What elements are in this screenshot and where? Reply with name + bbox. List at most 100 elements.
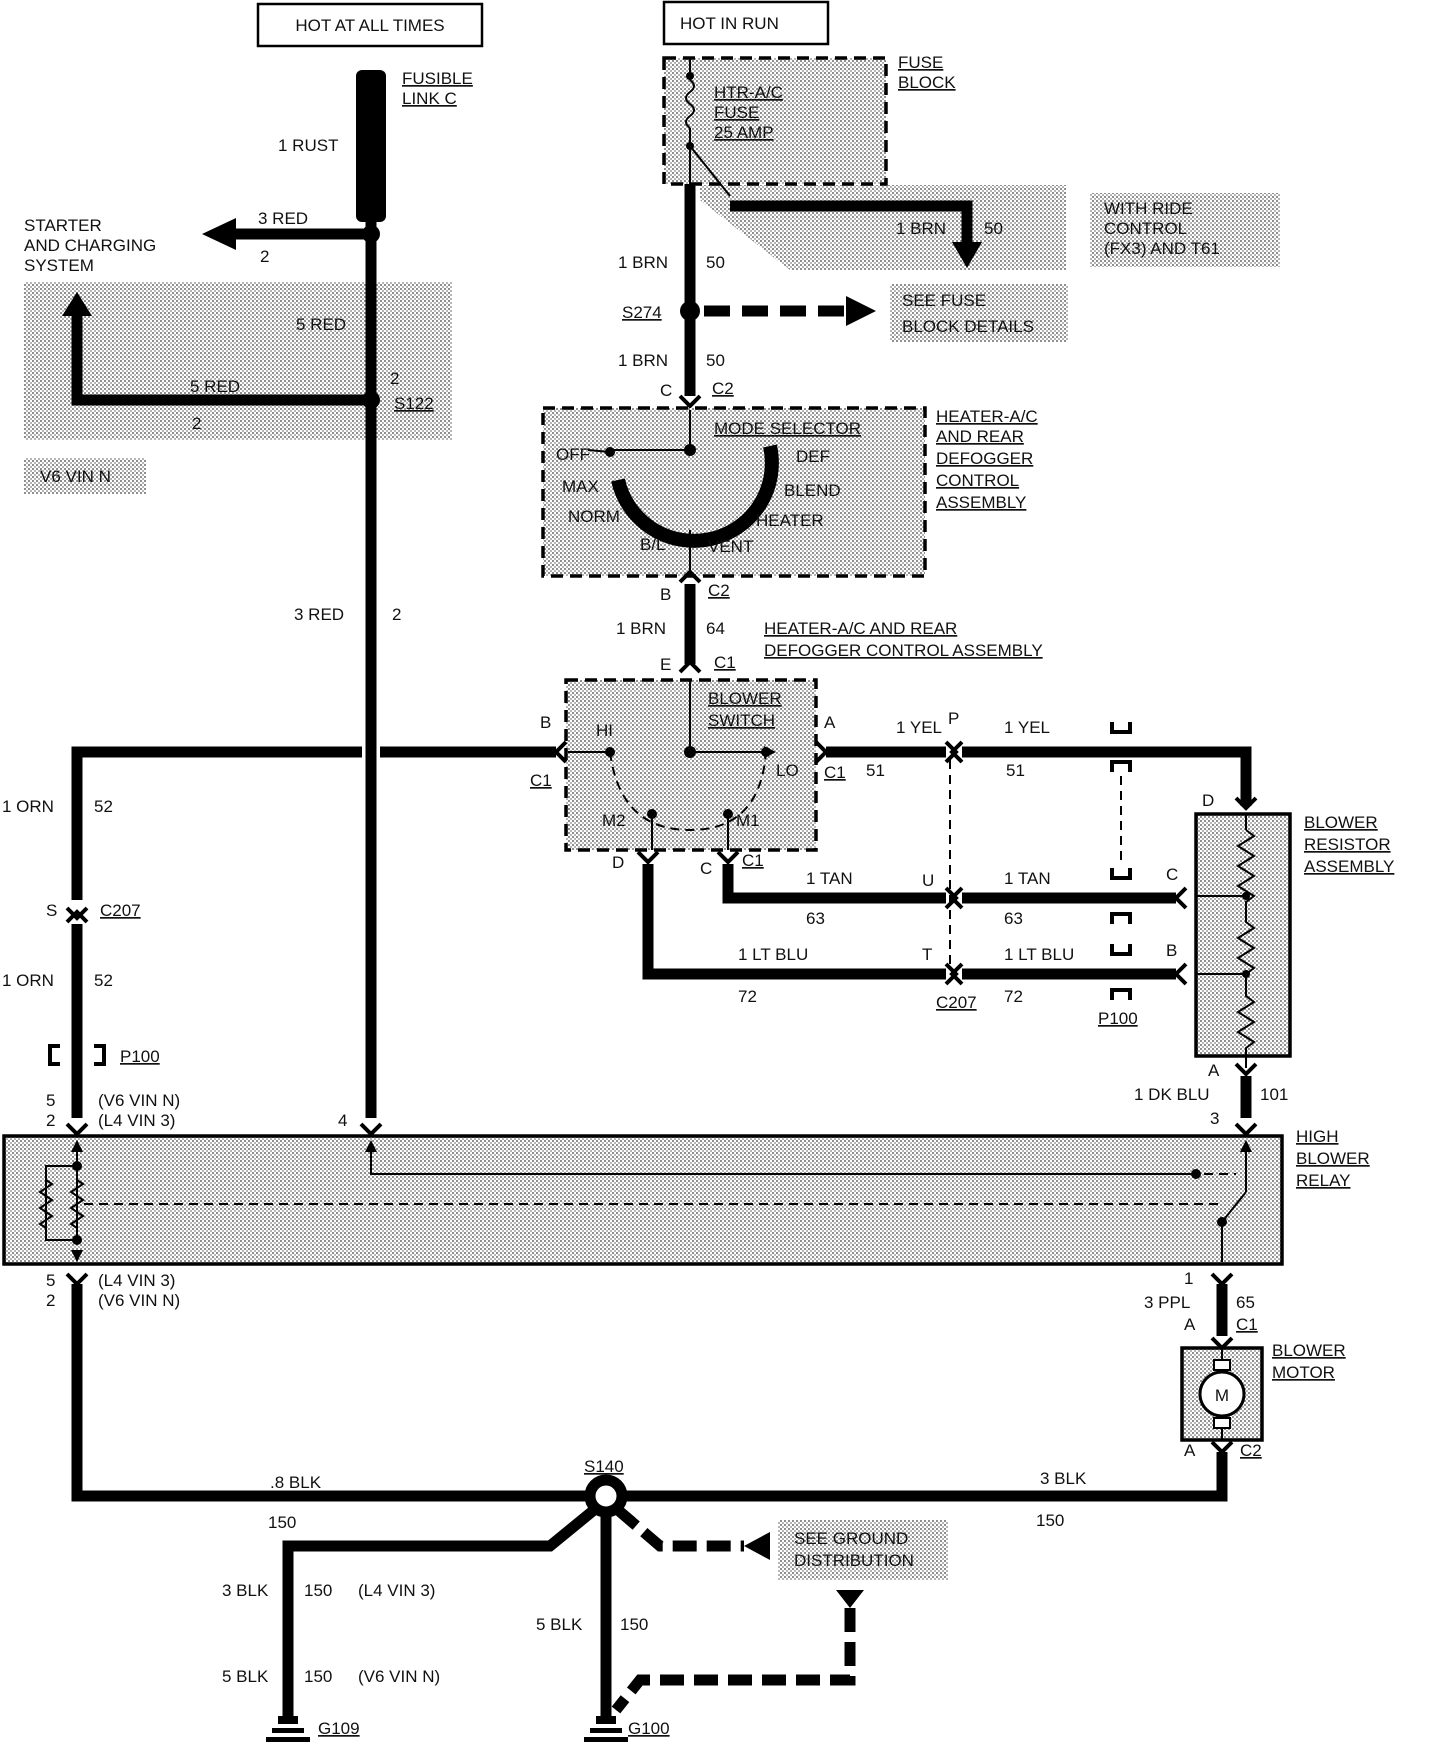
svg-text:1 YEL: 1 YEL bbox=[1004, 718, 1050, 737]
svg-text:HEATER-A/C: HEATER-A/C bbox=[936, 407, 1038, 426]
svg-text:2: 2 bbox=[260, 247, 269, 266]
svg-text:5 BLK: 5 BLK bbox=[222, 1667, 269, 1686]
svg-text:1 ORN: 1 ORN bbox=[2, 797, 54, 816]
svg-text:B: B bbox=[660, 585, 671, 604]
svg-text:HIGH: HIGH bbox=[1296, 1127, 1339, 1146]
svg-text:HEATER: HEATER bbox=[756, 511, 824, 530]
svg-text:51: 51 bbox=[1006, 761, 1025, 780]
svg-text:A: A bbox=[1184, 1315, 1196, 1334]
svg-text:BLOWER: BLOWER bbox=[708, 689, 782, 708]
svg-text:1 TAN: 1 TAN bbox=[1004, 869, 1051, 888]
svg-text:2: 2 bbox=[392, 605, 401, 624]
resistor-icon bbox=[1196, 814, 1256, 1068]
svg-text:E: E bbox=[660, 655, 671, 674]
svg-text:1 RUST: 1 RUST bbox=[278, 136, 338, 155]
svg-text:MODE SELECTOR: MODE SELECTOR bbox=[714, 419, 861, 438]
svg-text:CONTROL: CONTROL bbox=[936, 471, 1019, 490]
fuse-icon bbox=[685, 58, 695, 184]
svg-text:150: 150 bbox=[304, 1581, 332, 1600]
hot-in-run-box: HOT IN RUN bbox=[662, 0, 830, 46]
svg-text:72: 72 bbox=[738, 987, 757, 1006]
svg-text:SYSTEM: SYSTEM bbox=[24, 256, 94, 275]
svg-text:SEE GROUND: SEE GROUND bbox=[794, 1529, 908, 1548]
svg-text:B/L: B/L bbox=[640, 535, 666, 554]
svg-text:1 ORN: 1 ORN bbox=[2, 971, 54, 990]
g100-ground-icon bbox=[584, 1716, 628, 1742]
high-blower-relay-box bbox=[2, 1134, 1284, 1266]
svg-text:C: C bbox=[1166, 865, 1178, 884]
mode-selector-switch bbox=[587, 410, 779, 576]
svg-text:SEE FUSE: SEE FUSE bbox=[902, 291, 986, 310]
svg-text:D: D bbox=[1202, 791, 1214, 810]
svg-text:(L4 VIN 3): (L4 VIN 3) bbox=[98, 1111, 175, 1130]
svg-text:LINK C: LINK C bbox=[402, 89, 457, 108]
svg-text:.8 BLK: .8 BLK bbox=[270, 1473, 322, 1492]
svg-text:C1: C1 bbox=[742, 851, 764, 870]
svg-text:C1: C1 bbox=[824, 763, 846, 782]
svg-text:P: P bbox=[948, 709, 959, 728]
svg-text:(V6 VIN N): (V6 VIN N) bbox=[358, 1667, 440, 1686]
svg-text:150: 150 bbox=[268, 1513, 296, 1532]
arrow-right-icon bbox=[846, 296, 876, 326]
svg-text:SWITCH: SWITCH bbox=[708, 711, 775, 730]
ride-control-branch-shade bbox=[700, 185, 1066, 270]
svg-text:RELAY: RELAY bbox=[1296, 1171, 1351, 1190]
fuse-block bbox=[662, 56, 888, 186]
svg-text:150: 150 bbox=[620, 1615, 648, 1634]
svg-text:50: 50 bbox=[984, 219, 1003, 238]
svg-text:1 BRN: 1 BRN bbox=[896, 219, 946, 238]
svg-text:DEF: DEF bbox=[796, 447, 830, 466]
svg-text:(V6 VIN N): (V6 VIN N) bbox=[98, 1091, 180, 1110]
svg-text:C207: C207 bbox=[936, 993, 977, 1012]
svg-text:(V6 VIN N): (V6 VIN N) bbox=[98, 1291, 180, 1310]
svg-text:B: B bbox=[1166, 941, 1177, 960]
svg-text:1: 1 bbox=[1184, 1269, 1193, 1288]
svg-text:BLOWER: BLOWER bbox=[1304, 813, 1378, 832]
svg-text:RESISTOR: RESISTOR bbox=[1304, 835, 1391, 854]
arrow-down-icon bbox=[836, 1590, 864, 1608]
svg-text:M1: M1 bbox=[736, 811, 760, 830]
motor-icon: M bbox=[1198, 1348, 1246, 1440]
svg-text:ASSEMBLY: ASSEMBLY bbox=[936, 493, 1026, 512]
svg-text:OFF: OFF bbox=[556, 445, 590, 464]
svg-text:STARTER: STARTER bbox=[24, 216, 102, 235]
svg-text:S140: S140 bbox=[584, 1457, 624, 1476]
svg-text:AND REAR: AND REAR bbox=[936, 427, 1024, 446]
svg-text:VENT: VENT bbox=[708, 537, 753, 556]
svg-text:150: 150 bbox=[304, 1667, 332, 1686]
svg-text:ASSEMBLY: ASSEMBLY bbox=[1304, 857, 1394, 876]
svg-text:101: 101 bbox=[1260, 1085, 1288, 1104]
svg-text:DEFOGGER: DEFOGGER bbox=[936, 449, 1033, 468]
svg-text:1 DK BLU: 1 DK BLU bbox=[1134, 1085, 1210, 1104]
svg-text:(FX3) AND T61: (FX3) AND T61 bbox=[1104, 239, 1220, 258]
svg-text:A: A bbox=[824, 713, 836, 732]
svg-text:HEATER-A/C AND REAR: HEATER-A/C AND REAR bbox=[764, 619, 957, 638]
fusible-link bbox=[356, 70, 386, 222]
svg-text:HI: HI bbox=[596, 721, 613, 740]
svg-text:5 BLK: 5 BLK bbox=[536, 1615, 583, 1634]
svg-text:5: 5 bbox=[46, 1091, 55, 1110]
v6-label-shade bbox=[24, 458, 146, 494]
v6-option-shade bbox=[24, 282, 452, 440]
arrow-left-icon bbox=[202, 218, 236, 250]
s274-splice bbox=[680, 301, 700, 321]
svg-text:1 LT BLU: 1 LT BLU bbox=[1004, 945, 1074, 964]
svg-text:DEFOGGER CONTROL ASSEMBLY: DEFOGGER CONTROL ASSEMBLY bbox=[764, 641, 1043, 660]
svg-text:3 BLK: 3 BLK bbox=[1040, 1469, 1087, 1488]
svg-text:MOTOR: MOTOR bbox=[1272, 1363, 1335, 1382]
relay-coil-icon bbox=[38, 1140, 85, 1262]
svg-text:3 PPL: 3 PPL bbox=[1144, 1293, 1190, 1312]
svg-text:64: 64 bbox=[706, 619, 725, 638]
svg-text:M: M bbox=[1215, 1386, 1229, 1405]
svg-text:50: 50 bbox=[706, 351, 725, 370]
svg-text:C1: C1 bbox=[1236, 1315, 1258, 1334]
svg-text:50: 50 bbox=[706, 253, 725, 272]
blower-switch-contacts bbox=[568, 680, 776, 850]
svg-text:5: 5 bbox=[46, 1271, 55, 1290]
svg-text:DISTRIBUTION: DISTRIBUTION bbox=[794, 1551, 914, 1570]
svg-text:G100: G100 bbox=[628, 1719, 670, 1738]
arrow-left-icon bbox=[744, 1532, 770, 1560]
svg-text:BLOCK DETAILS: BLOCK DETAILS bbox=[902, 317, 1034, 336]
svg-text:BLOWER: BLOWER bbox=[1272, 1341, 1346, 1360]
svg-text:HTR-A/C: HTR-A/C bbox=[714, 83, 783, 102]
